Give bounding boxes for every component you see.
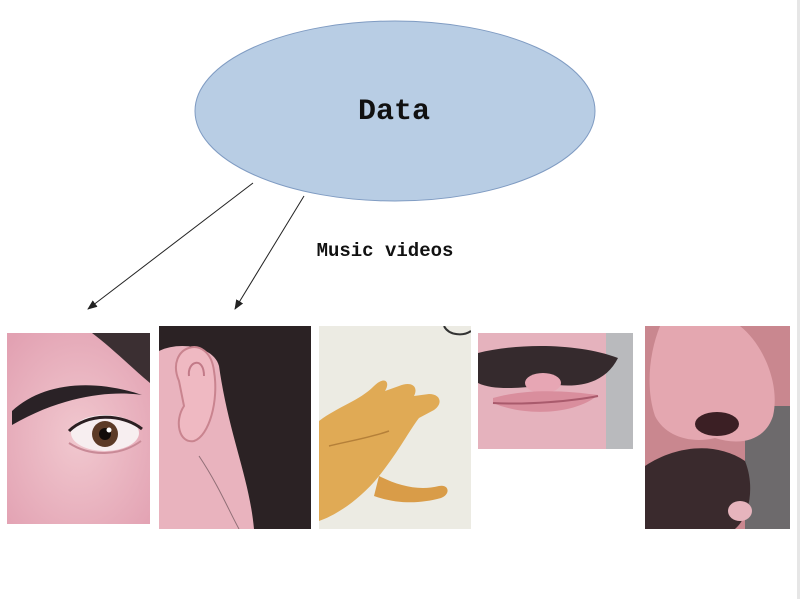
arrow-to-eye (87, 182, 254, 310)
arrow-to-ear (234, 195, 305, 310)
eye-photo (7, 333, 150, 524)
data-node-label: Data (357, 95, 430, 129)
data-node-ellipse (194, 20, 596, 202)
hand-photo (319, 326, 471, 529)
ear-photo (159, 326, 311, 529)
mouth-photo (478, 333, 633, 449)
music-videos-label: Music videos (316, 240, 454, 262)
nose-photo (645, 326, 790, 529)
right-edge-divider (797, 0, 800, 599)
